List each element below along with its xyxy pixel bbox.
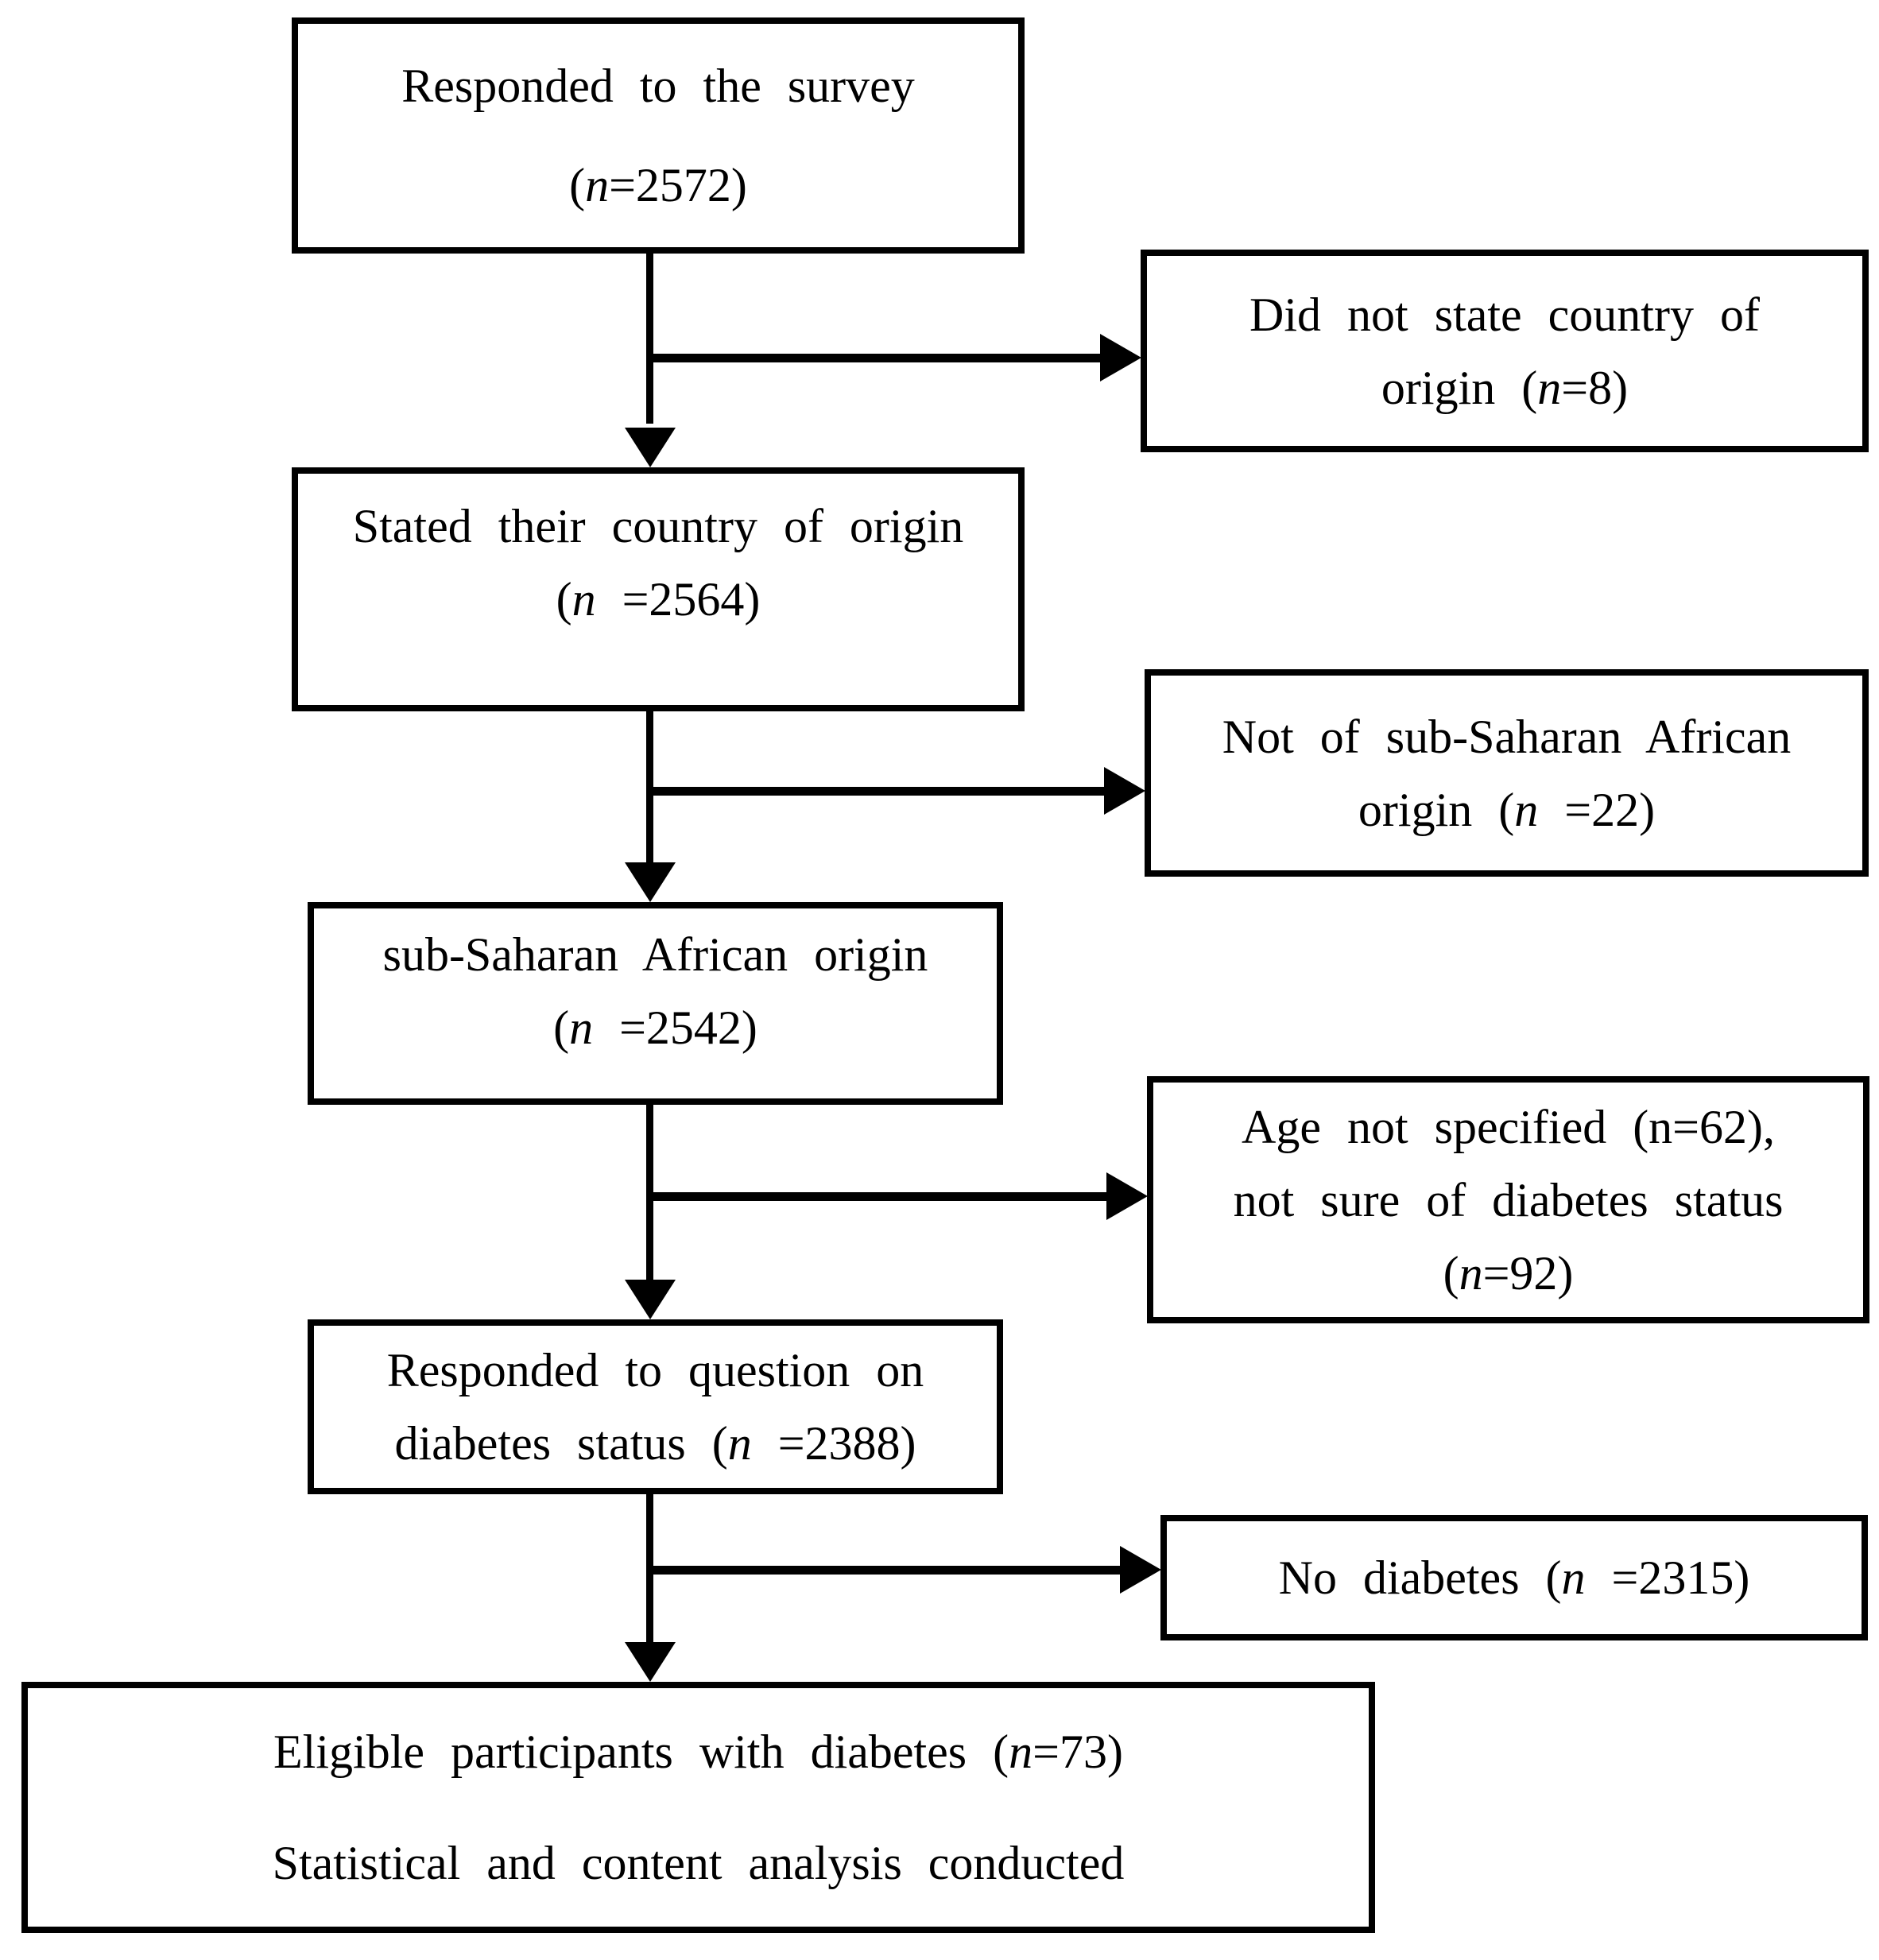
count-suffix: =8) bbox=[1561, 361, 1629, 414]
connector-line-to-not-sub-saharan bbox=[646, 787, 1106, 796]
count-suffix: =22) bbox=[1538, 783, 1656, 836]
node-no-diabetes: No diabetes (n =2315) bbox=[1160, 1515, 1868, 1640]
node-count-line: (n=92) bbox=[1443, 1237, 1574, 1310]
node-responded-diabetes-question: Responded to question on diabetes status… bbox=[308, 1319, 1003, 1494]
arrow-right-icon bbox=[1100, 334, 1141, 382]
connector-line-survey-to-stated bbox=[646, 254, 653, 424]
count-suffix: =2315) bbox=[1585, 1551, 1750, 1604]
node-count-line: diabetes status (n =2388) bbox=[394, 1407, 916, 1480]
n-symbol: n bbox=[1459, 1246, 1483, 1300]
node-count-line: origin (n=8) bbox=[1381, 351, 1628, 424]
node-title: Responded to question on bbox=[386, 1344, 924, 1396]
n-symbol: n bbox=[1537, 361, 1562, 414]
node-not-sub-saharan: Not of sub-Saharan African origin (n =22… bbox=[1145, 669, 1869, 877]
count-prefix: ( bbox=[1443, 1246, 1459, 1300]
connector-line-to-age-not-specified bbox=[646, 1192, 1109, 1201]
arrow-right-icon bbox=[1120, 1546, 1161, 1594]
node-title: Did not state country of bbox=[1249, 288, 1760, 341]
node-count-line: (n=2572) bbox=[569, 149, 747, 222]
arrow-down-icon bbox=[625, 428, 676, 467]
n-symbol: n bbox=[727, 1417, 752, 1470]
node-subtitle: not sure of diabetes status bbox=[1233, 1173, 1784, 1226]
node-sub-saharan-origin: sub-Saharan African origin (n =2542) bbox=[308, 902, 1003, 1105]
n-symbol: n bbox=[569, 1001, 594, 1054]
node-stated-country: Stated their country of origin (n =2564) bbox=[292, 467, 1025, 711]
count-prefix: No diabetes ( bbox=[1278, 1551, 1562, 1604]
node-title: Responded to the survey bbox=[401, 60, 915, 113]
count-prefix: origin ( bbox=[1381, 361, 1538, 414]
node-count-line: (n =2542) bbox=[553, 991, 757, 1064]
arrow-down-icon bbox=[625, 1642, 676, 1682]
connector-line-to-no-diabetes bbox=[646, 1566, 1122, 1575]
node-count-line: (n =2564) bbox=[556, 563, 761, 636]
n-symbol: n bbox=[1514, 783, 1539, 836]
arrow-down-icon bbox=[625, 862, 676, 902]
count-prefix: ( bbox=[556, 573, 572, 626]
arrow-down-icon bbox=[625, 1280, 676, 1319]
node-count-line: Eligible participants with diabetes (n=7… bbox=[273, 1715, 1123, 1788]
count-prefix: Eligible participants with diabetes ( bbox=[273, 1726, 1009, 1778]
count-suffix: =73) bbox=[1032, 1726, 1123, 1778]
node-title: sub-Saharan African origin bbox=[382, 928, 928, 981]
node-title: Not of sub-Saharan African bbox=[1222, 710, 1792, 763]
arrow-right-icon bbox=[1104, 767, 1145, 815]
arrow-right-icon bbox=[1106, 1172, 1148, 1220]
node-subtitle: Statistical and content analysis conduct… bbox=[272, 1837, 1125, 1889]
n-symbol: n bbox=[1561, 1551, 1586, 1604]
connector-line-to-did-not-state bbox=[646, 354, 1102, 362]
count-prefix: ( bbox=[553, 1001, 570, 1054]
node-count-line: origin (n =22) bbox=[1358, 773, 1655, 846]
count-prefix: origin ( bbox=[1358, 783, 1515, 836]
n-symbol: n bbox=[585, 158, 610, 211]
count-prefix: ( bbox=[569, 158, 586, 211]
count-suffix: =2572) bbox=[609, 158, 747, 211]
count-suffix: =2542) bbox=[593, 1001, 757, 1054]
node-responded-survey: Responded to the survey (n=2572) bbox=[292, 17, 1025, 254]
node-age-not-specified: Age not specified (n=62), not sure of di… bbox=[1147, 1076, 1869, 1323]
node-did-not-state-country: Did not state country of origin (n=8) bbox=[1141, 250, 1869, 452]
count-suffix: =2564) bbox=[595, 573, 761, 626]
n-symbol: n bbox=[1009, 1726, 1033, 1778]
count-suffix: =92) bbox=[1482, 1246, 1574, 1300]
node-title: Stated their country of origin bbox=[352, 500, 964, 552]
n-symbol: n bbox=[571, 573, 596, 626]
node-eligible-participants: Eligible participants with diabetes (n=7… bbox=[21, 1682, 1375, 1933]
node-title: Age not specified (n=62), bbox=[1242, 1100, 1775, 1153]
count-prefix: diabetes status ( bbox=[394, 1417, 728, 1470]
count-suffix: =2388) bbox=[751, 1417, 916, 1470]
node-count-line: No diabetes (n =2315) bbox=[1279, 1541, 1750, 1614]
